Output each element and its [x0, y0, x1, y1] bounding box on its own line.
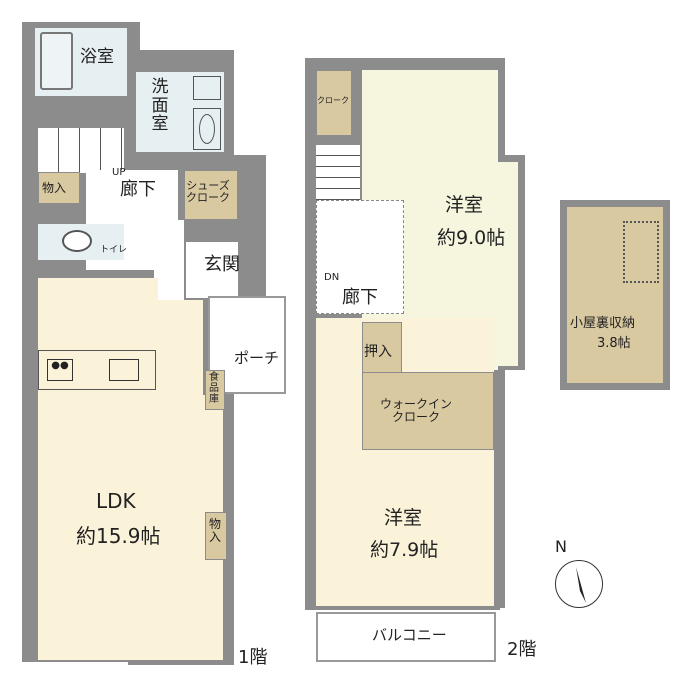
oshiire-label: 押入 [364, 344, 392, 360]
ldk-size: 約15.9帖 [76, 524, 161, 548]
western-room-2 [316, 318, 494, 606]
room1-name: 洋室 [445, 194, 484, 216]
floor-2-label: 2階 [507, 639, 537, 660]
bathtub-icon [40, 32, 73, 90]
toilet-icon [62, 230, 92, 252]
pantry [205, 370, 225, 410]
toilet-label: トイレ [100, 245, 128, 255]
room2-size: 約7.9帖 [370, 539, 439, 561]
compass-north-label: N [555, 537, 567, 556]
kitchen-counter: ●● [38, 350, 156, 390]
washer-icon [193, 76, 221, 100]
up-label: UP [112, 167, 126, 178]
attic-size: 3.8帖 [597, 336, 631, 351]
entrance [186, 242, 238, 298]
hallway-1-label: 廊下 [120, 179, 156, 200]
ldk-lower [38, 395, 223, 660]
balcony [316, 612, 496, 662]
stairs[interactable] [38, 128, 124, 173]
room2-name: 洋室 [384, 507, 423, 529]
washroom-label: 洗面室 [151, 77, 169, 135]
hallway-2 [316, 200, 404, 314]
ldk-name: LDK [96, 489, 136, 513]
storage-1 [38, 172, 80, 204]
closet-2f-label: クローク [317, 96, 349, 105]
storage-2 [205, 512, 227, 560]
compass-icon [555, 560, 603, 608]
sink-icon [193, 108, 221, 150]
sink-icon [109, 359, 139, 381]
hallway-2-label: 廊下 [342, 287, 378, 308]
walk-in-closet [362, 372, 494, 450]
hallway-1b [154, 220, 184, 300]
pantry-label: 食品庫 [209, 372, 219, 405]
floor-1-label: 1階 [238, 647, 268, 668]
porch-label: ポーチ [234, 349, 280, 367]
entrance-label: 玄関 [204, 254, 240, 275]
stove-icon: ●● [47, 359, 73, 381]
shoe-closet [184, 170, 238, 220]
attic-name: 小屋裏収納 [570, 316, 636, 331]
attic-storage: 小屋裏収納 3.8帖 [560, 200, 670, 390]
storage-1-label: 物入 [42, 181, 67, 195]
storage-2-label: 物入 [209, 517, 222, 545]
attic-hatch [623, 221, 659, 283]
closet-2f [316, 70, 352, 136]
room1-size: 約9.0帖 [437, 227, 506, 249]
bath-label: 浴室 [80, 47, 114, 67]
dn-label: DN [324, 272, 340, 283]
wic-label: ウォークイン クローク [380, 397, 453, 425]
balcony-label: バルコニー [372, 626, 447, 644]
shoe-closet-label: シューズ クローク [186, 179, 230, 205]
